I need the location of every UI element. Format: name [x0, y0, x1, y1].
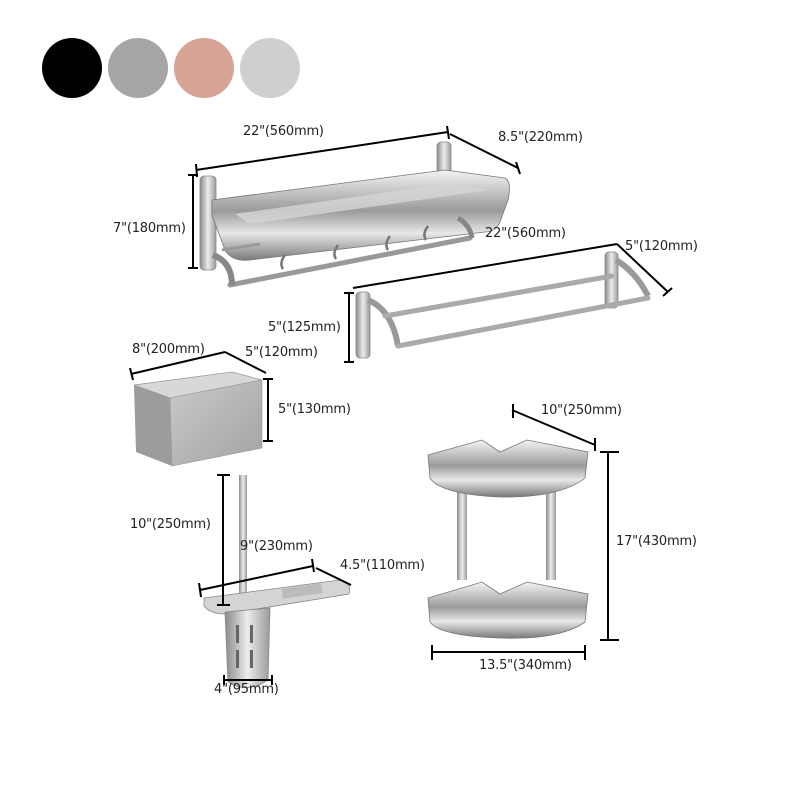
corner-shelf-depth-label: 10"(250mm)	[541, 403, 622, 418]
towel-shelf-illustration	[188, 125, 521, 288]
towel-bar-illustration	[344, 243, 673, 363]
towel-shelf-width-label: 22"(560mm)	[243, 124, 324, 139]
towel-shelf-height-label: 7"(180mm)	[113, 221, 186, 236]
color-swatch-black[interactable]	[42, 38, 102, 98]
color-swatch-gray[interactable]	[108, 38, 168, 98]
paper-holder-illustration	[129, 351, 273, 467]
paper-holder-height-label: 5"(130mm)	[278, 402, 351, 417]
brush-holder-height-label: 10"(250mm)	[130, 517, 211, 532]
brush-holder-cup-width-label: 4"(95mm)	[214, 682, 279, 697]
corner-shelf-height-label: 17"(430mm)	[616, 534, 697, 549]
color-swatch-silver[interactable]	[240, 38, 300, 98]
paper-holder-depth-label: 5"(120mm)	[245, 345, 318, 360]
brush-holder-width-label: 9"(230mm)	[240, 539, 313, 554]
paper-holder-width-label: 8"(200mm)	[132, 342, 205, 357]
brush-holder-illustration	[198, 474, 352, 688]
towel-bar-depth-label: 5"(120mm)	[625, 239, 698, 254]
corner-shelf-width-label: 13.5"(340mm)	[479, 658, 572, 673]
towel-shelf-depth-label: 8.5"(220mm)	[498, 130, 583, 145]
color-swatch-rose-gold[interactable]	[174, 38, 234, 98]
brush-holder-depth-label: 4.5"(110mm)	[340, 558, 425, 573]
corner-shelf-illustration	[427, 404, 619, 660]
towel-bar-width-label: 22"(560mm)	[485, 226, 566, 241]
towel-bar-height-label: 5"(125mm)	[268, 320, 341, 335]
